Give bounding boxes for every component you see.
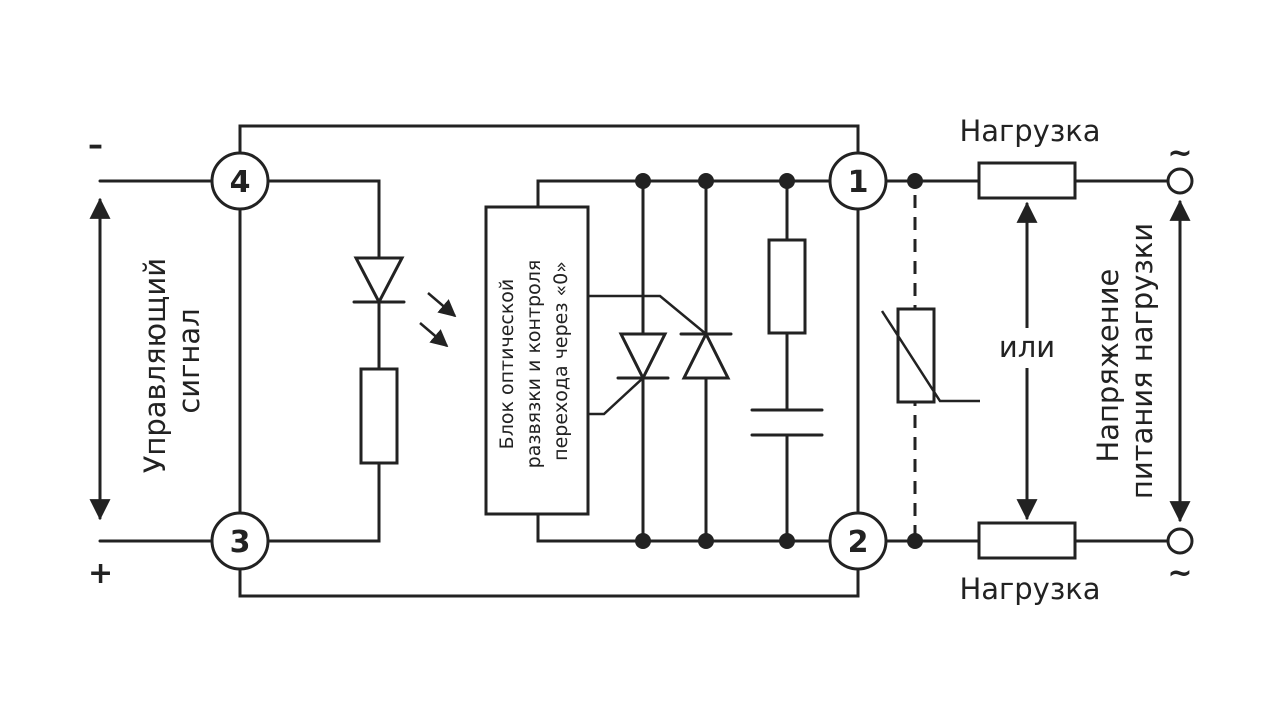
light-arrow-1: [427, 292, 457, 318]
tilde-bottom: ~: [1167, 556, 1192, 591]
terminal-3-label: 3: [230, 525, 251, 560]
supply-terminal-top: [1166, 167, 1194, 195]
thyristor2-icon: [681, 330, 731, 380]
optical-block-line1: Блок оптической: [496, 279, 518, 450]
optical-block-label: Блок оптической развязки и контроля пере…: [496, 254, 572, 469]
junction-dot: [635, 173, 651, 189]
supply-voltage-label-line1: Напряжение: [1091, 269, 1125, 463]
terminal-1-label: 1: [848, 165, 869, 200]
junction-dot: [635, 533, 651, 549]
input-resistor: [359, 367, 399, 465]
or-label: или: [999, 330, 1055, 364]
control-signal-label-line2: сигнал: [172, 308, 206, 413]
output-rail-top: [536, 179, 832, 209]
or-label-backdrop: [995, 328, 1061, 368]
load-label-top: Нагрузка: [959, 114, 1100, 148]
output-rail-bottom: [536, 512, 832, 543]
terminal-2: [828, 511, 888, 571]
terminal-4: [210, 151, 270, 211]
thyristor2-gate: [588, 294, 707, 335]
junction-dot: [779, 533, 795, 549]
led-branch-wire: [266, 179, 381, 543]
varistor: [896, 307, 936, 404]
snubber-resistor: [767, 238, 807, 335]
thyristor1-icon: [618, 332, 668, 382]
optical-isolation-block: [484, 205, 590, 516]
varistor-slash: [880, 310, 980, 403]
terminal-3: [210, 511, 270, 571]
load-resistor-top: [977, 161, 1077, 200]
supply-voltage-label: Напряжение питания нагрузки: [1091, 223, 1159, 499]
load-label-bottom: Нагрузка: [959, 572, 1100, 606]
junction-dot: [907, 173, 923, 189]
tilde-top: ~: [1167, 136, 1192, 171]
relay-housing-outline: [238, 124, 860, 598]
junction-dot: [698, 533, 714, 549]
light-arrow-2: [419, 322, 449, 348]
junction-dot: [779, 173, 795, 189]
junction-dot: [907, 533, 923, 549]
terminal-1: [828, 151, 888, 211]
control-signal-label: Управляющий сигнал: [138, 249, 206, 474]
supply-terminal-bottom: [1166, 527, 1194, 555]
terminal-4-label: 4: [230, 165, 251, 200]
minus-sign: –: [88, 128, 103, 163]
thyristor1-gate: [588, 377, 644, 416]
junction-dot: [698, 173, 714, 189]
terminal-2-label: 2: [848, 525, 869, 560]
load-resistor-bottom: [977, 521, 1077, 560]
led-diode-icon: [353, 256, 405, 306]
plus-sign: +: [88, 556, 113, 591]
optical-block-line2: развязки и контроля: [523, 260, 545, 469]
optical-block-line3: перехода через «0»: [550, 261, 572, 461]
control-signal-label-line1: Управляющий: [138, 258, 172, 473]
supply-voltage-label-line2: питания нагрузки: [1125, 223, 1159, 499]
